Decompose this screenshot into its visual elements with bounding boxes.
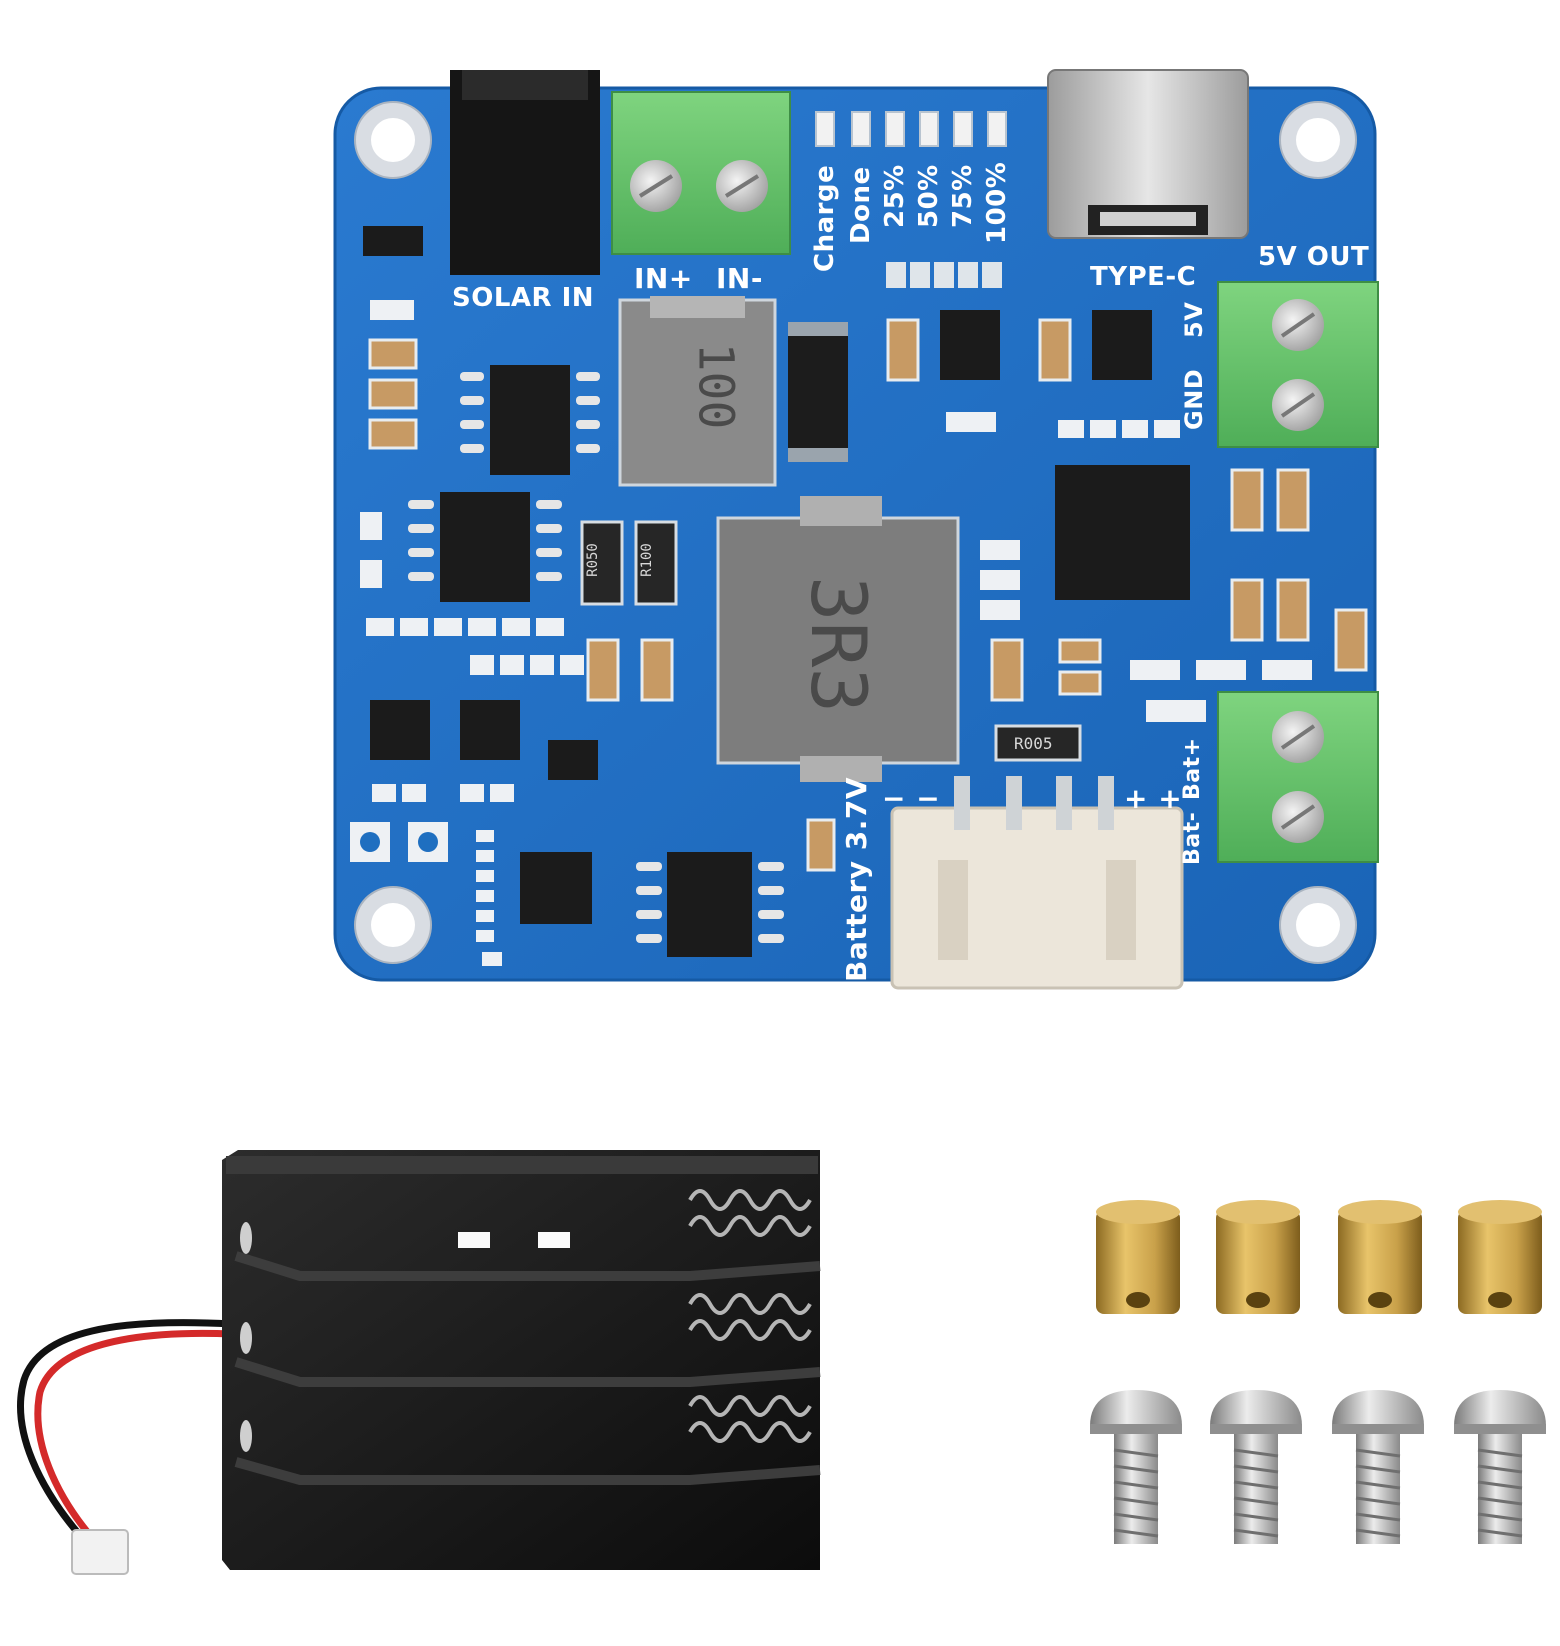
- inductor-small: [618, 298, 777, 487]
- mounting-hole: [354, 101, 1357, 964]
- status-leds: [815, 111, 1007, 147]
- label-5v-out: 5V OUT: [1258, 242, 1370, 272]
- test-pads: [350, 822, 448, 862]
- label-minus-marks: − −: [882, 782, 941, 815]
- schottky-diode: [788, 322, 848, 462]
- usb-type-c-connector: [1047, 69, 1249, 239]
- brass-standoffs: [1096, 1200, 1542, 1314]
- resistor-r005-marking: R005: [1014, 734, 1053, 753]
- small-pads: [360, 300, 1312, 966]
- inductor-large: [716, 516, 960, 765]
- steel-screws: [1090, 1390, 1546, 1544]
- pcb-artwork: [333, 69, 1379, 990]
- label-solar-in: SOLAR IN: [452, 283, 595, 313]
- label-type-c: TYPE-C: [1090, 262, 1197, 292]
- jst-plug: [71, 1529, 129, 1575]
- label-in-minus: IN-: [716, 262, 763, 295]
- ic-chips: [363, 226, 1190, 957]
- battery-springs: [688, 1189, 812, 1443]
- current-sense-resistors: [580, 520, 1082, 762]
- label-plus-marks: + +: [1124, 782, 1183, 815]
- passive-components: [368, 318, 1368, 872]
- battery-wires: [17, 1319, 233, 1543]
- label-in-plus: IN+: [634, 262, 693, 295]
- solar-dc-jack: [450, 70, 600, 275]
